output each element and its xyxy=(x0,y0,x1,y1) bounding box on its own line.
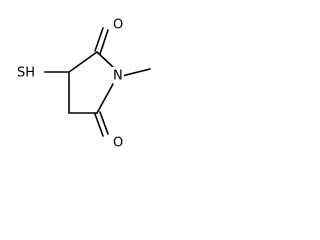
carbonyl-lower-bond-b xyxy=(99,111,109,135)
carbonyl-lower-bond-a xyxy=(94,113,104,137)
bond-n-to-c-lower xyxy=(96,83,114,114)
oxygen-bottom-label: O xyxy=(113,136,123,151)
nitrogen-label: N xyxy=(113,69,123,84)
bond-ch-to-c-upper xyxy=(68,51,98,73)
carbonyl-upper-bond-a xyxy=(94,27,104,52)
molecule-structure: O O N SH xyxy=(16,16,151,151)
thiol-label: SH xyxy=(17,66,35,81)
methyl-bond xyxy=(121,68,151,77)
oxygen-top-label: O xyxy=(113,18,123,33)
carbonyl-upper-bond-b xyxy=(99,29,109,55)
